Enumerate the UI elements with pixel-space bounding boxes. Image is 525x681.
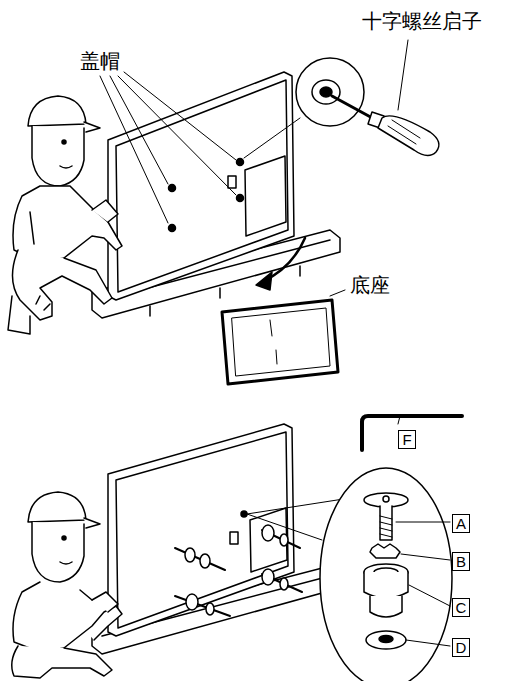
leader-line xyxy=(396,522,450,646)
part-letter: D xyxy=(456,640,467,655)
part-letter-box: B xyxy=(452,552,470,571)
leader-line xyxy=(398,416,400,424)
part-letter: B xyxy=(456,554,466,569)
lock-washer xyxy=(370,544,400,558)
spacer-part xyxy=(364,564,408,617)
part-letter: C xyxy=(456,600,467,615)
leader-line xyxy=(398,40,408,110)
part-label: 十字螺丝启子 xyxy=(362,10,482,32)
tv-back xyxy=(108,72,294,300)
leader-line xyxy=(100,72,236,223)
detail-oval xyxy=(320,468,452,681)
part-letter: A xyxy=(456,516,466,531)
tv-terminal-panel xyxy=(245,156,286,236)
washer-part xyxy=(366,631,406,649)
cap-hole xyxy=(237,195,244,202)
magnifier xyxy=(296,58,364,126)
screw-part xyxy=(364,493,408,540)
cap-hole xyxy=(237,159,244,166)
spacer-screws xyxy=(175,525,302,616)
tv-back-inner xyxy=(116,80,288,292)
stand-slot xyxy=(270,320,277,364)
stand-base xyxy=(222,300,338,384)
cap-detail xyxy=(320,87,332,97)
cap-detail xyxy=(312,80,340,104)
arrow-head xyxy=(256,272,272,290)
cap-hole xyxy=(169,225,176,232)
handle-grip xyxy=(388,120,420,144)
tv-connector xyxy=(230,532,238,544)
part-letter: F xyxy=(402,432,411,447)
leader-line xyxy=(244,118,300,158)
hex-key xyxy=(362,416,462,450)
screwdriver-shaft xyxy=(332,96,376,120)
tv-back xyxy=(108,424,294,636)
tv-back-inner xyxy=(116,432,288,628)
part-letter-box: F xyxy=(398,430,416,449)
part-letter-box: D xyxy=(452,638,470,657)
screw-hole xyxy=(241,511,247,517)
part-letter-box: A xyxy=(452,514,470,533)
worker-figure xyxy=(8,96,122,334)
tv-terminal-panel xyxy=(250,508,287,572)
worker-figure xyxy=(12,492,122,678)
part-label: 底座 xyxy=(350,274,390,296)
part-letter-box: C xyxy=(452,598,470,617)
stand-inner xyxy=(232,308,330,376)
leader-line xyxy=(330,290,345,296)
cap-hole xyxy=(169,185,176,192)
tv-connector xyxy=(228,176,236,188)
part-label: 盖帽 xyxy=(80,50,120,72)
screwdriver-handle xyxy=(378,116,439,156)
